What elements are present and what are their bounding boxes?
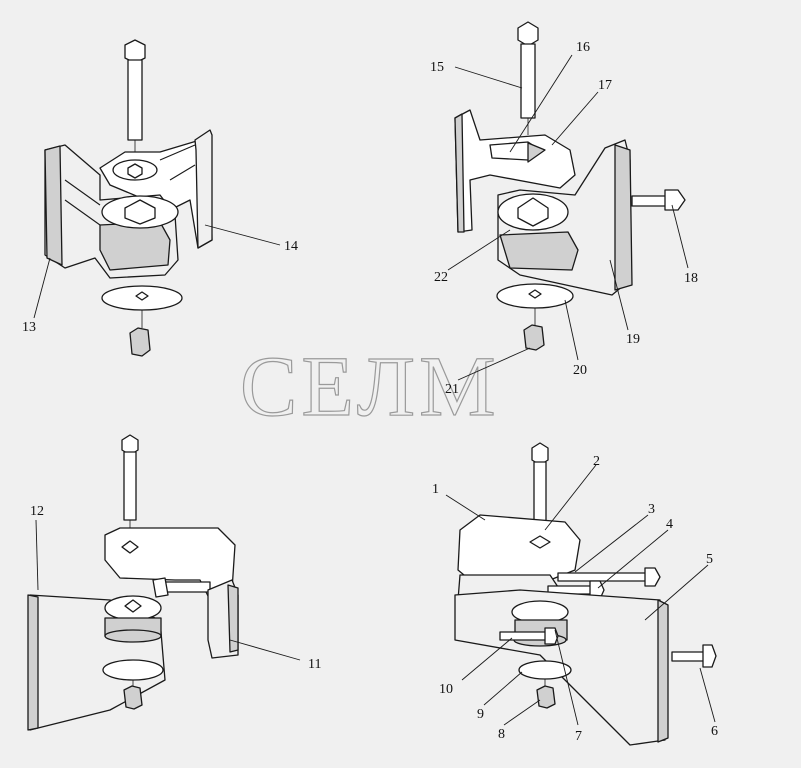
washer-20 (496, 283, 574, 326)
callout-12: 12 (30, 504, 44, 519)
callout-5: 5 (706, 552, 713, 567)
bolt-15 (517, 21, 539, 135)
callout-17: 17 (598, 78, 612, 93)
mount-body-19 (497, 139, 633, 296)
callout-2: 2 (593, 454, 600, 469)
nut-top-left (129, 327, 151, 357)
callout-9: 9 (477, 707, 484, 722)
callout-18: 18 (684, 271, 698, 286)
washer-9 (518, 660, 572, 690)
callout-4: 4 (666, 517, 673, 532)
callout-7: 7 (575, 729, 582, 744)
mount-body-13 (44, 144, 179, 279)
bolt-top-left (124, 39, 146, 158)
callout-8: 8 (498, 727, 505, 742)
bolt-3 (557, 567, 661, 587)
callout-15: 15 (430, 60, 444, 75)
assembly-bottom-left (27, 434, 301, 731)
washer-top-left (101, 285, 183, 328)
callout-labels: 1 2 3 4 5 6 7 8 9 10 11 12 13 14 15 16 1… (22, 40, 718, 744)
callout-10: 10 (439, 682, 453, 697)
callout-21: 21 (445, 382, 459, 397)
assembly-top-right (447, 21, 689, 381)
bolt-6 (671, 644, 717, 668)
watermark: СЕЛМ (240, 338, 500, 434)
nut-8 (536, 685, 556, 709)
callout-20: 20 (573, 363, 587, 378)
side-bracket-11 (207, 579, 239, 659)
callout-22: 22 (434, 270, 448, 285)
nut-21 (523, 324, 545, 351)
nut-bottom-left (123, 685, 143, 710)
callout-11: 11 (308, 657, 321, 672)
callout-14: 14 (284, 239, 298, 254)
callout-13: 13 (22, 320, 36, 335)
assembly-bottom-right (445, 442, 717, 746)
callout-6: 6 (711, 724, 718, 739)
bolt-10 (499, 627, 559, 645)
upper-bracket (104, 527, 236, 601)
callout-3: 3 (648, 502, 655, 517)
callout-16: 16 (576, 40, 590, 55)
callout-1: 1 (432, 482, 439, 497)
bolt-18 (631, 189, 686, 211)
bracket-plate-17 (454, 109, 576, 233)
assembly-top-left (33, 39, 281, 357)
rubber-cushion (104, 595, 162, 643)
callout-19: 19 (626, 332, 640, 347)
washer-bottom-left (102, 659, 164, 690)
bolt-bottom-left (121, 434, 139, 540)
